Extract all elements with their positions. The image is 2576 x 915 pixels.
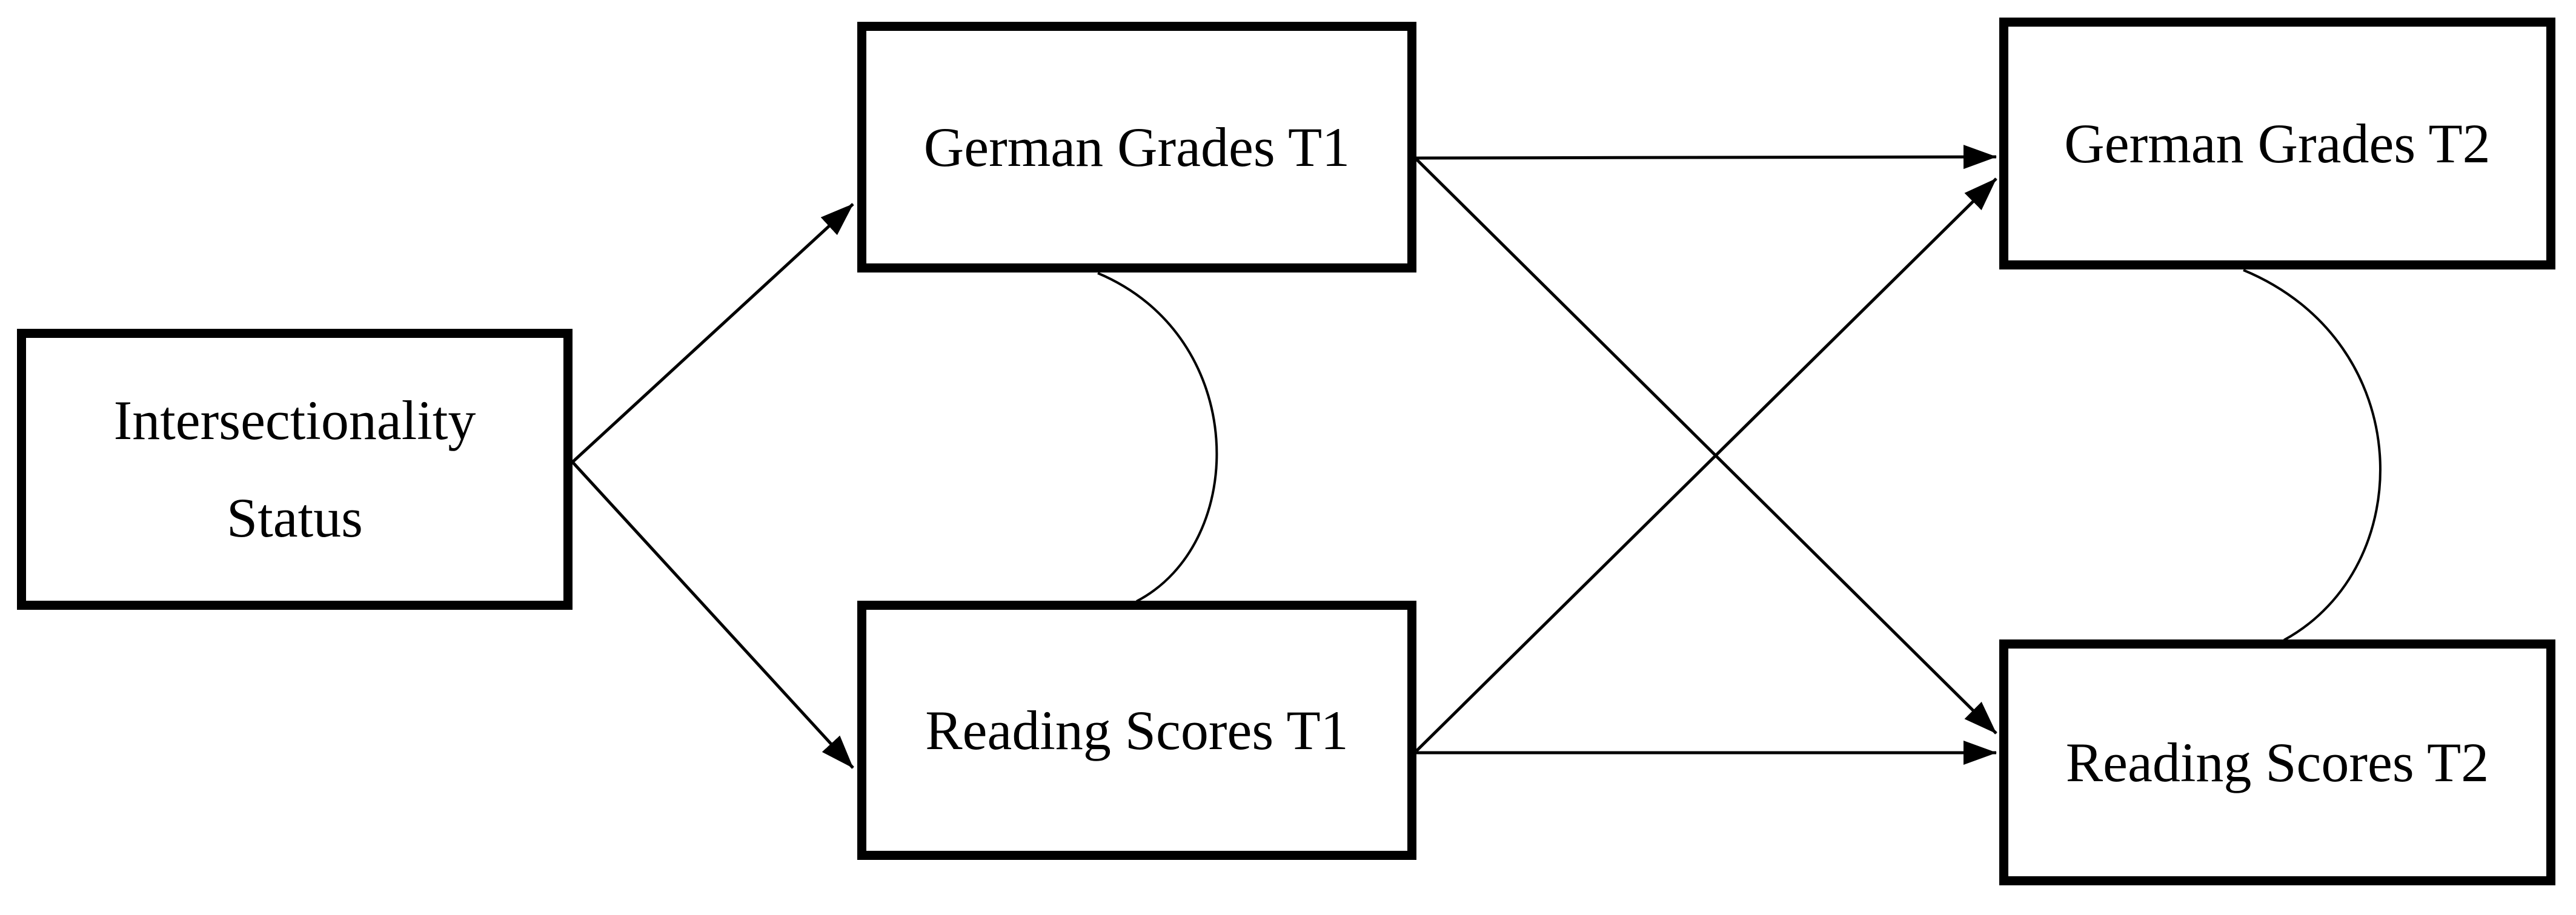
covariance-arc-t2: [2243, 269, 2382, 641]
covariance-arc-t1: [1097, 272, 1218, 603]
arrow-reading-t1-to-german-t2: [1415, 177, 1997, 752]
node-german-grades-t1-label: German Grades T1: [923, 116, 1350, 178]
arrow-german-t1-to-german-t2: [1416, 145, 1997, 170]
arrow-intersectionality-to-reading-t1: [571, 461, 854, 769]
node-german-grades-t1: German Grades T1: [857, 22, 1416, 273]
node-reading-scores-t1: Reading Scores T1: [857, 601, 1416, 860]
node-german-grades-t2-label: German Grades T2: [2064, 112, 2491, 174]
node-reading-scores-t2: Reading Scores T2: [1999, 639, 2555, 885]
node-intersectionality-status: Intersectionality Status: [17, 329, 573, 610]
label-line-2: Status: [227, 487, 363, 549]
node-german-grades-t2: German Grades T2: [1999, 18, 2555, 269]
node-intersectionality-status-label: Intersectionality Status: [114, 372, 476, 567]
label-line-1: Intersectionality: [113, 389, 476, 451]
arrow-german-t1-to-reading-t2: [1415, 158, 1997, 735]
arrow-intersectionality-to-german-t1: [571, 203, 854, 463]
node-reading-scores-t1-label: Reading Scores T1: [925, 699, 1349, 761]
node-reading-scores-t2-label: Reading Scores T2: [2065, 731, 2489, 793]
